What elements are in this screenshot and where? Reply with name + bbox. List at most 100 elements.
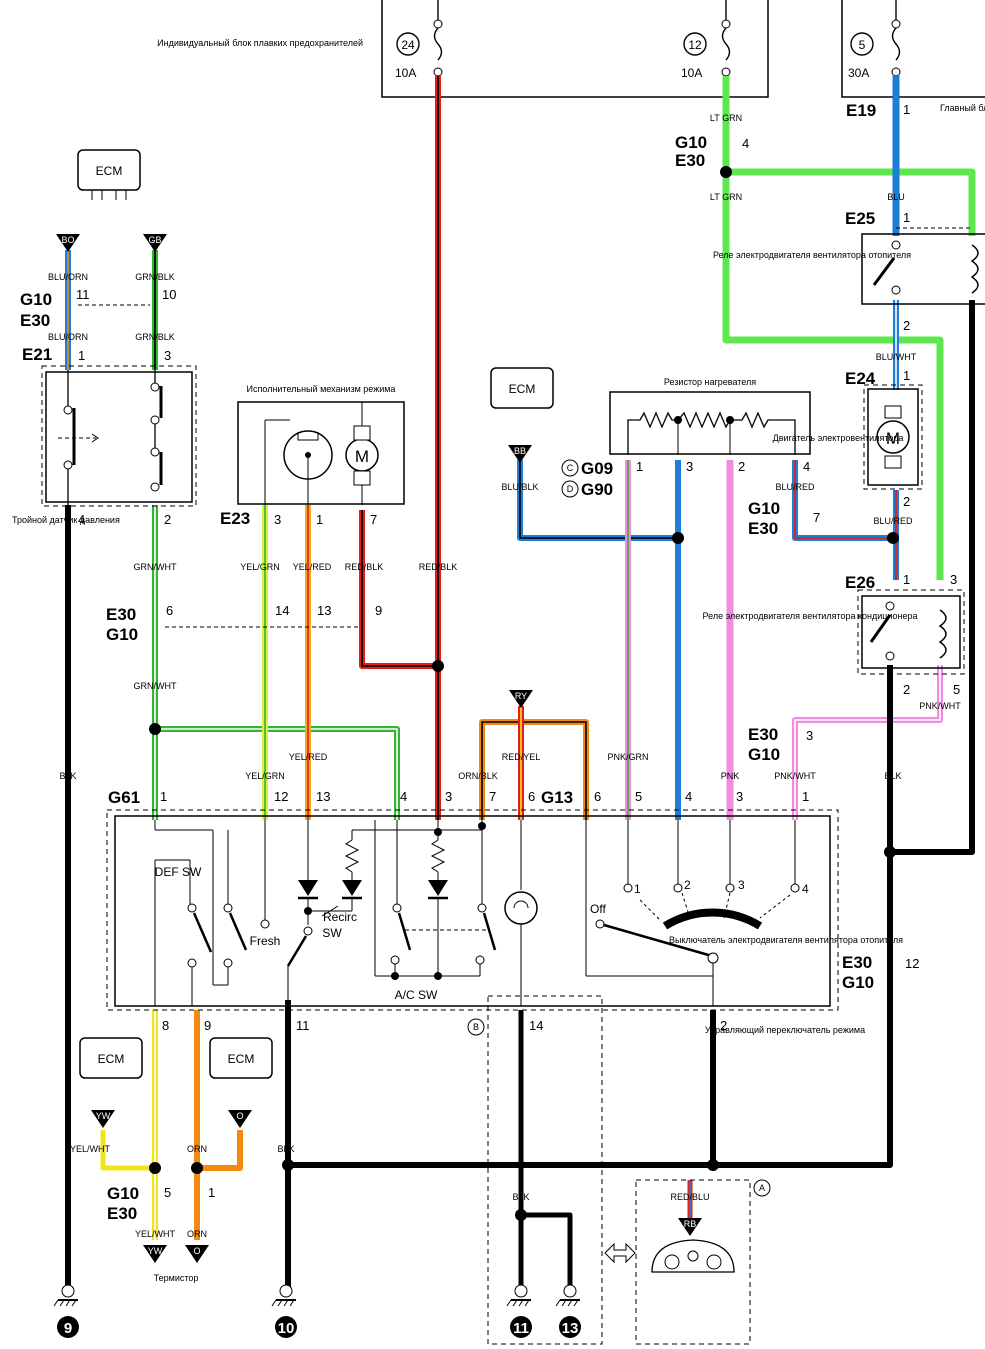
- ac-sw-label: A/C SW: [395, 988, 438, 1002]
- svg-text:ORN/BLK: ORN/BLK: [458, 771, 498, 781]
- svg-text:E30: E30: [748, 725, 778, 744]
- svg-text:E19: E19: [846, 101, 876, 120]
- svg-text:6: 6: [594, 789, 601, 804]
- mode-control-caption: Управляющий переключатель режима: [705, 1025, 865, 1035]
- svg-text:13: 13: [562, 1320, 579, 1337]
- svg-text:G10: G10: [106, 625, 138, 644]
- svg-text:B: B: [473, 1022, 479, 1032]
- svg-text:BLU/BLK: BLU/BLK: [501, 482, 538, 492]
- main-fuse-block: 5 30A Главный блок предохранителей: [841, 0, 985, 113]
- off-label: Off: [590, 902, 606, 916]
- svg-text:9: 9: [204, 1018, 211, 1033]
- svg-text:G10: G10: [675, 133, 707, 152]
- def-sw-label: DEF SW: [155, 865, 202, 879]
- svg-text:RED/YEL: RED/YEL: [502, 752, 541, 762]
- svg-text:RB: RB: [684, 1219, 697, 1229]
- svg-text:9: 9: [64, 1320, 72, 1337]
- svg-text:2: 2: [684, 878, 691, 892]
- svg-text:4: 4: [400, 789, 407, 804]
- ground-11: 11: [506, 1284, 532, 1338]
- svg-text:3: 3: [686, 459, 693, 474]
- svg-text:3: 3: [806, 728, 813, 743]
- svg-text:E30: E30: [748, 519, 778, 538]
- ground-9: 9: [53, 1284, 79, 1338]
- svg-text:D: D: [567, 484, 574, 494]
- svg-text:G10: G10: [748, 499, 780, 518]
- pressure-sensor-caption: Тройной датчик давления: [12, 515, 120, 525]
- svg-text:BLK: BLK: [884, 771, 901, 781]
- ecm-box-bottom-right: ECM: [209, 1037, 273, 1079]
- svg-text:1: 1: [634, 882, 641, 896]
- ac-fan-relay: Реле электродвигателя вентилятора кондиц…: [703, 589, 965, 675]
- svg-text:BB: BB: [514, 446, 526, 456]
- wire-blu-red: [792, 460, 899, 580]
- svg-text:G61: G61: [108, 788, 140, 807]
- svg-text:3: 3: [274, 512, 281, 527]
- svg-text:ECM: ECM: [98, 1052, 125, 1066]
- svg-text:O: O: [193, 1246, 200, 1256]
- svg-text:11: 11: [296, 1018, 310, 1033]
- svg-text:A: A: [759, 1183, 765, 1193]
- svg-text:BLU/RED: BLU/RED: [873, 516, 913, 526]
- svg-text:E24: E24: [845, 369, 876, 388]
- svg-text:BLU/ORN: BLU/ORN: [48, 332, 88, 342]
- svg-text:10A: 10A: [681, 66, 702, 80]
- svg-text:4: 4: [685, 789, 692, 804]
- ecm-box-top-left: ECM: [77, 149, 141, 200]
- svg-text:ORN: ORN: [187, 1144, 207, 1154]
- control-panel: DEF SW Fresh Recirc SW: [106, 809, 903, 1011]
- svg-text:LT GRN: LT GRN: [710, 113, 742, 123]
- wire-lt-grn: [722, 76, 976, 580]
- wire-orn-blk: [479, 719, 589, 820]
- svg-text:12: 12: [274, 789, 288, 804]
- svg-text:2: 2: [164, 512, 171, 527]
- svg-text:4: 4: [78, 512, 85, 527]
- wire-orn: [194, 1010, 243, 1240]
- svg-text:Двигатель электровентилятора: Двигатель электровентилятора: [773, 433, 904, 443]
- ground-13: 13: [555, 1284, 581, 1338]
- svg-text:YEL/RED: YEL/RED: [293, 562, 332, 572]
- svg-text:C: C: [567, 463, 574, 473]
- triple-pressure-sensor: Тройной датчик давления: [12, 365, 197, 525]
- svg-text:6: 6: [528, 789, 535, 804]
- svg-text:1: 1: [316, 512, 323, 527]
- ecm-box-mid: ECM: [490, 367, 554, 409]
- svg-text:PNK: PNK: [721, 771, 740, 781]
- svg-text:ORN: ORN: [187, 1229, 207, 1239]
- tag-yw-top: YW: [91, 1110, 115, 1128]
- svg-text:YEL/WHT: YEL/WHT: [135, 1229, 176, 1239]
- wire-pnk-wht: [792, 665, 943, 820]
- svg-text:E25: E25: [845, 209, 875, 228]
- svg-text:6: 6: [166, 603, 173, 618]
- svg-text:G09: G09: [581, 459, 613, 478]
- svg-text:G10: G10: [842, 973, 874, 992]
- svg-text:E21: E21: [22, 345, 52, 364]
- svg-text:12: 12: [905, 956, 919, 971]
- svg-text:ECM: ECM: [509, 382, 536, 396]
- svg-text:2: 2: [738, 459, 745, 474]
- svg-text:BLU: BLU: [887, 192, 905, 202]
- svg-text:2: 2: [903, 318, 910, 333]
- svg-text:ECM: ECM: [96, 164, 123, 178]
- thermistor-caption: Термистор: [154, 1273, 199, 1283]
- svg-text:11: 11: [76, 287, 90, 302]
- fresh-label: Fresh: [250, 934, 281, 948]
- svg-text:7: 7: [489, 789, 496, 804]
- tag-bo: BO: [56, 234, 80, 252]
- svg-text:GRN/WHT: GRN/WHT: [134, 562, 177, 572]
- ground-10: 10: [271, 1284, 297, 1338]
- svg-text:1: 1: [903, 572, 910, 587]
- svg-text:5: 5: [859, 38, 866, 52]
- svg-text:1: 1: [78, 348, 85, 363]
- fuse-12: 12 10A: [681, 0, 731, 80]
- svg-text:E30: E30: [107, 1204, 137, 1223]
- fan-switch-caption: Выключатель электродвигателя вентилятора…: [669, 935, 903, 945]
- wire-red-blk-main: [359, 76, 441, 820]
- svg-text:G13: G13: [541, 788, 573, 807]
- svg-text:1: 1: [802, 789, 809, 804]
- svg-text:7: 7: [813, 510, 820, 525]
- svg-text:4: 4: [742, 136, 749, 151]
- svg-text:14: 14: [275, 603, 289, 618]
- svg-text:E30: E30: [842, 953, 872, 972]
- svg-text:RED/BLK: RED/BLK: [419, 562, 458, 572]
